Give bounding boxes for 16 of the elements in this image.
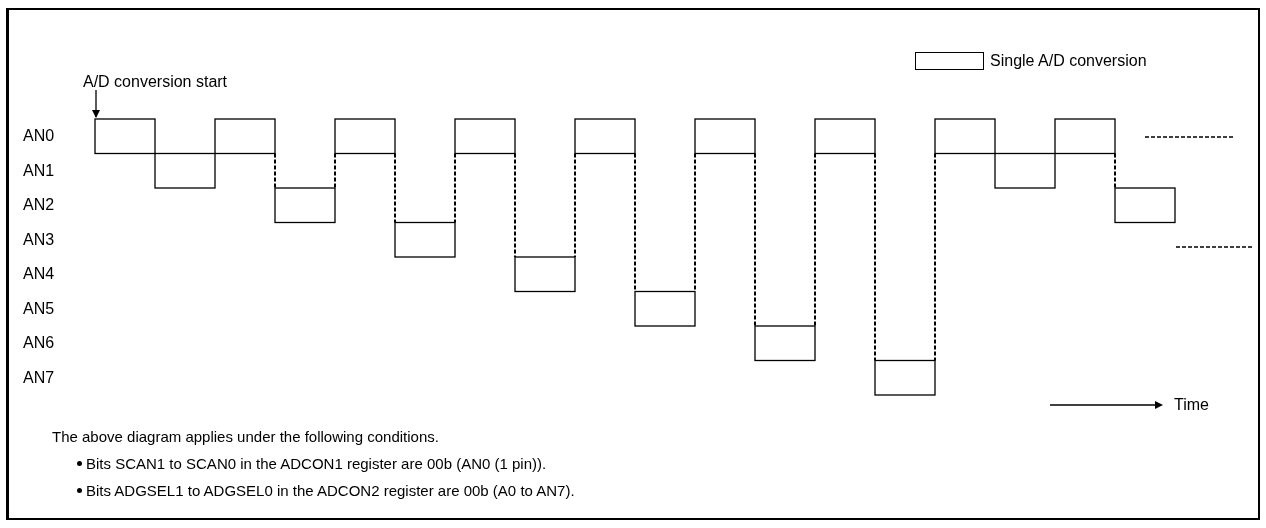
note-text: The above diagram applies under the following conditions. (52, 427, 440, 447)
channel-label: AN4 (23, 264, 55, 285)
arrow (92, 89, 100, 118)
channel-label: AN3 (23, 229, 55, 250)
channel-label: AN0 (23, 126, 55, 147)
channel-label: AN7 (23, 367, 55, 388)
legend-text: Single A/D conversion (990, 51, 1147, 71)
channel-label: AN1 (23, 160, 55, 181)
note-text: Bits SCAN1 to SCAN0 in the ADCON1 register are 00b (AN0 (1 pin)). (86, 453, 547, 474)
annotation-text: A/D conversion start (83, 72, 228, 92)
note-text: Bits ADGSEL1 to ADGSEL0 in the ADCON2 register are 00b (A0 to AN7). (86, 480, 575, 501)
conversion-box (94, 118, 156, 155)
channel-label: AN5 (23, 298, 55, 319)
channel-label: AN2 (23, 195, 55, 216)
axis-label: Time (1174, 395, 1209, 415)
channel-label: AN6 (23, 333, 55, 354)
